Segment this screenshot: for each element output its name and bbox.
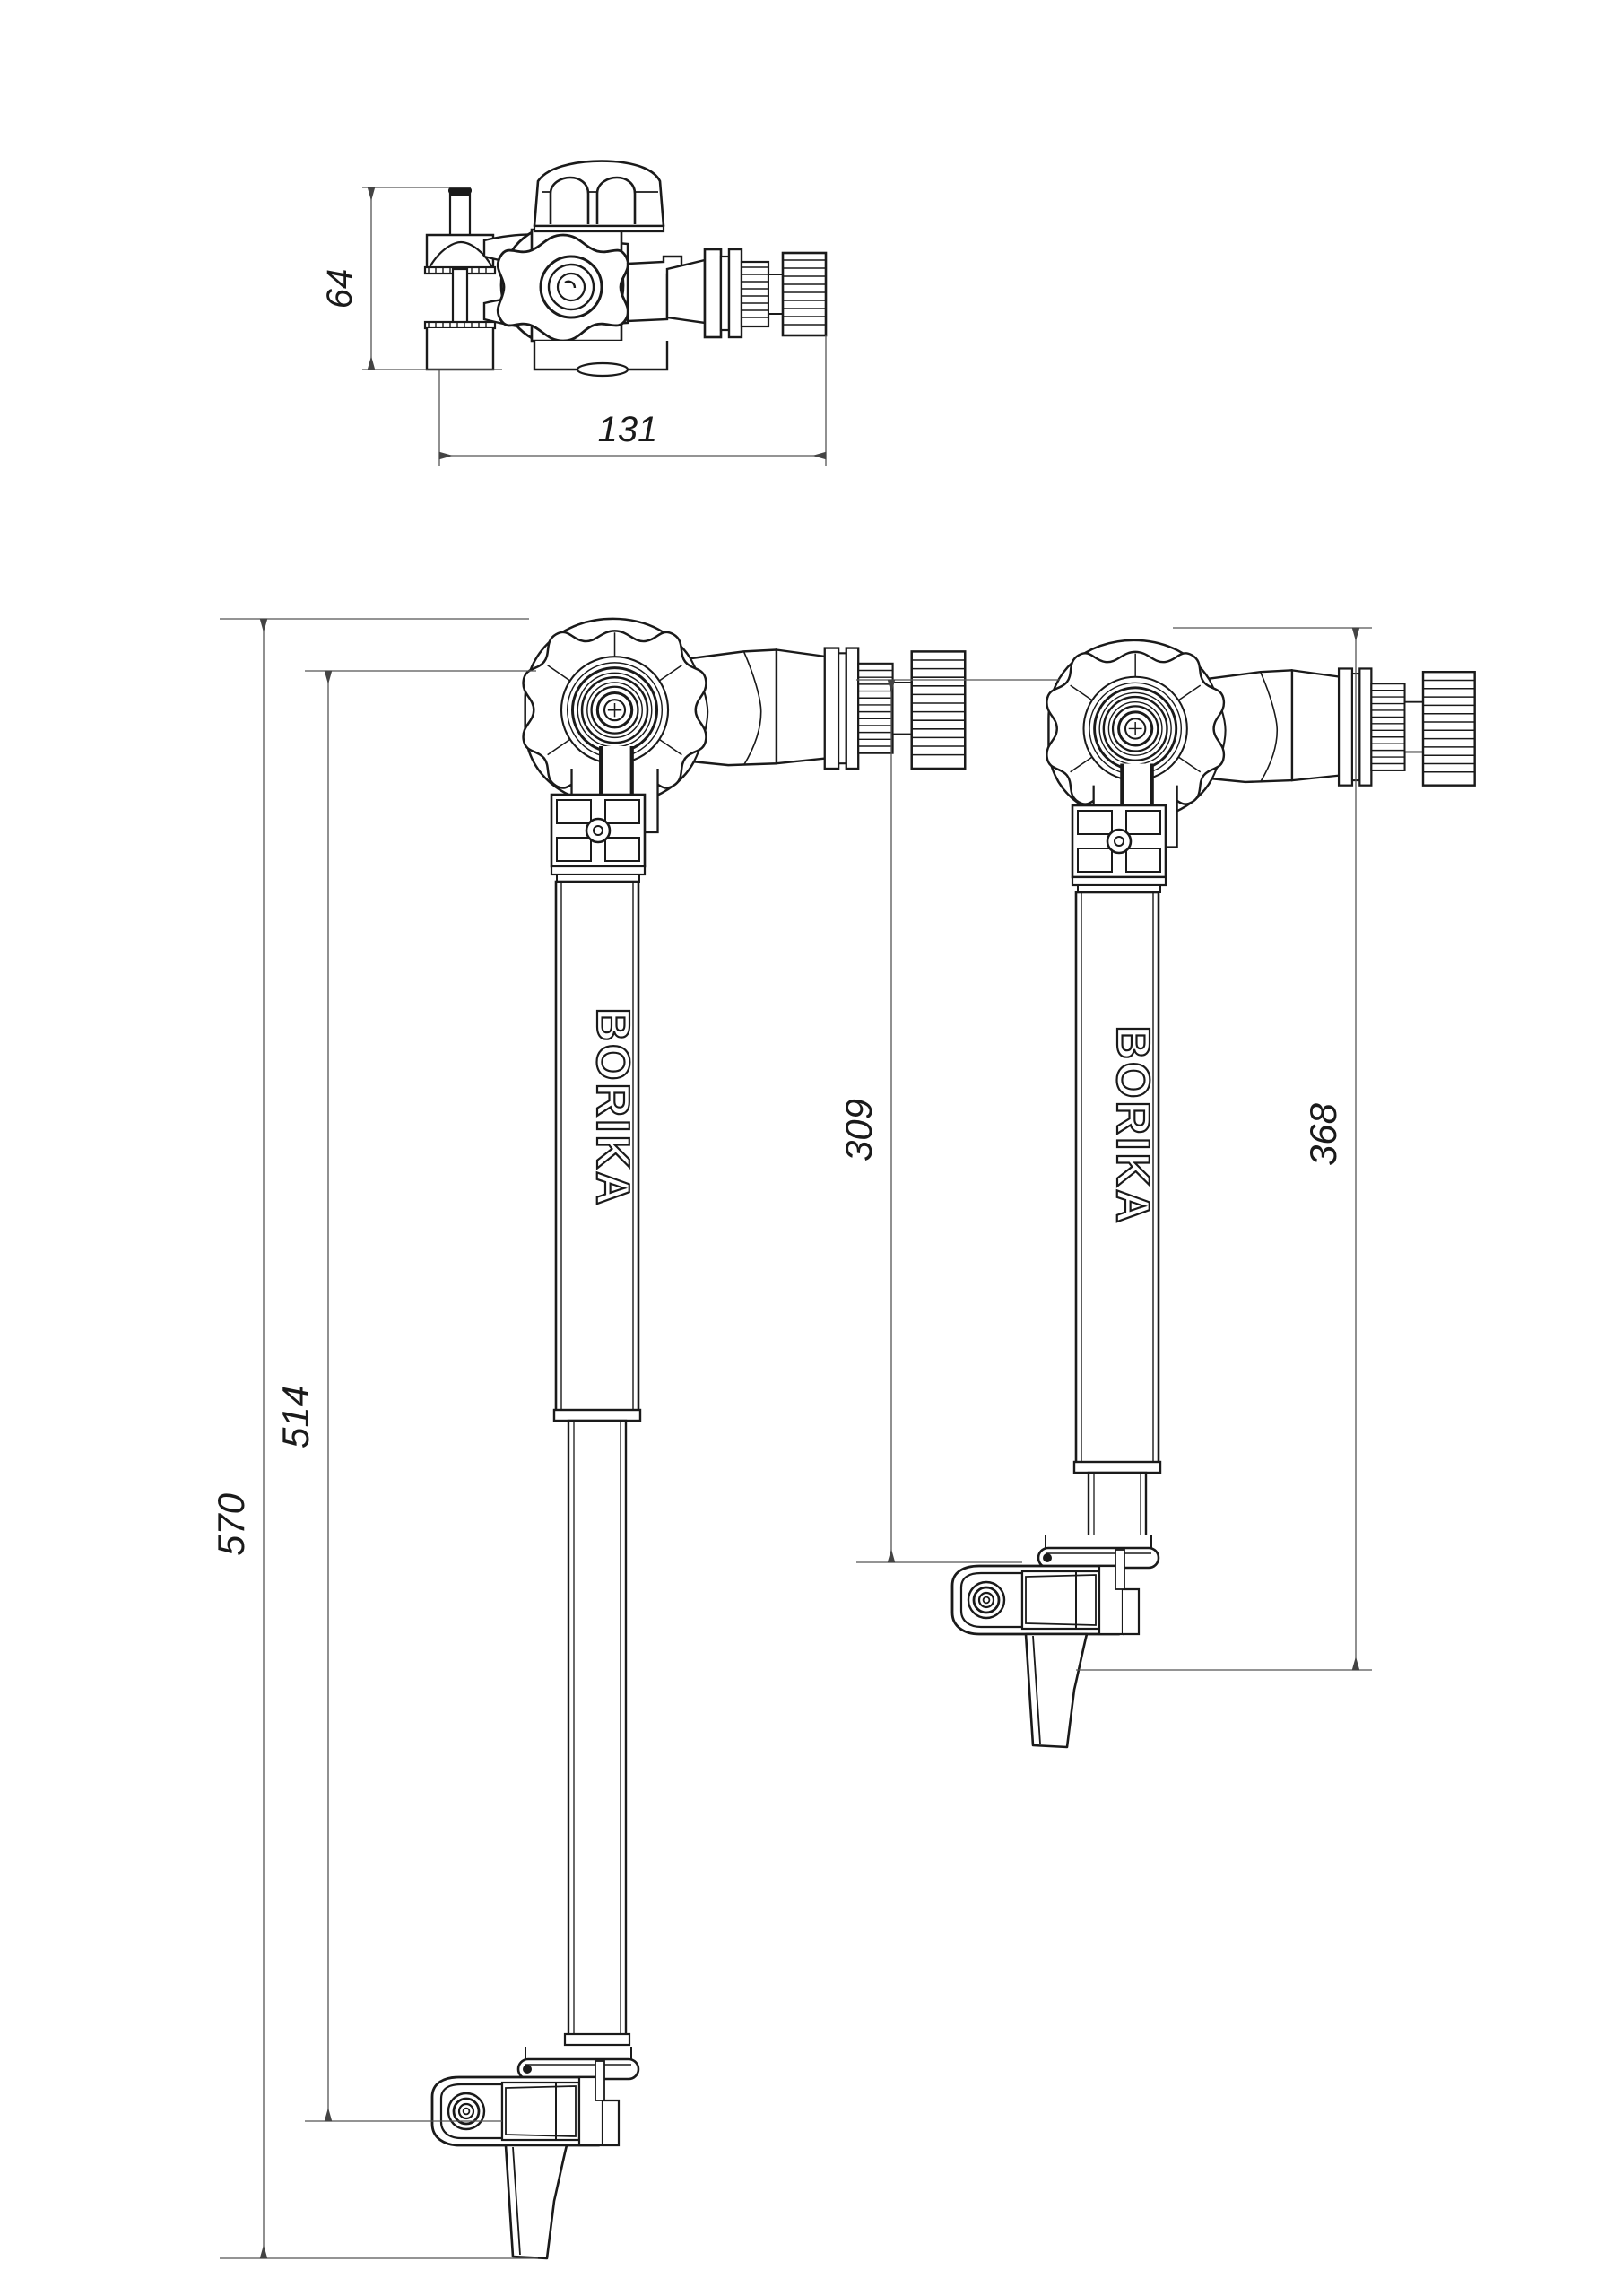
right-foot-assembly [950, 1534, 1160, 1749]
top-clamp-screw [423, 187, 497, 371]
front-view-retracted: BORIKA 309 368 [838, 627, 1475, 1749]
brand-logo-right: BORIKA [1107, 1025, 1159, 1225]
dimension-570: 570 [210, 618, 538, 2259]
top-base-boss [576, 361, 629, 378]
left-outer-tube [552, 880, 642, 1422]
top-arm-and-cap [626, 248, 828, 339]
dimension-514-label: 514 [274, 1386, 317, 1448]
dimension-131: 131 [438, 335, 827, 466]
top-plan-view: 64 131 [320, 160, 828, 466]
top-knuckle-housing [496, 222, 629, 348]
dimension-309-label: 309 [838, 1099, 880, 1161]
left-foot-assembly [430, 2045, 640, 2260]
left-clamp-block [550, 793, 647, 883]
brand-logo-left: BORIKA [586, 1007, 638, 1207]
dimension-514: 514 [274, 670, 536, 2122]
dimension-570-label: 570 [210, 1492, 252, 1556]
top-cap-loops [533, 160, 665, 233]
dimension-131-label: 131 [598, 410, 658, 449]
right-outer-tube [1072, 891, 1162, 1474]
right-clamp-block [1071, 804, 1167, 894]
dimension-64: 64 [320, 187, 502, 370]
front-view-extended: BORIKA 570 514 [210, 618, 965, 2260]
dimension-368-label: 368 [1302, 1102, 1344, 1166]
right-inner-tube [1087, 1471, 1148, 1541]
dimension-64-label: 64 [320, 269, 360, 309]
left-inner-tube [563, 1419, 631, 2047]
dimension-368: 368 [1076, 627, 1372, 1671]
dimension-309: 309 [838, 679, 1060, 1563]
